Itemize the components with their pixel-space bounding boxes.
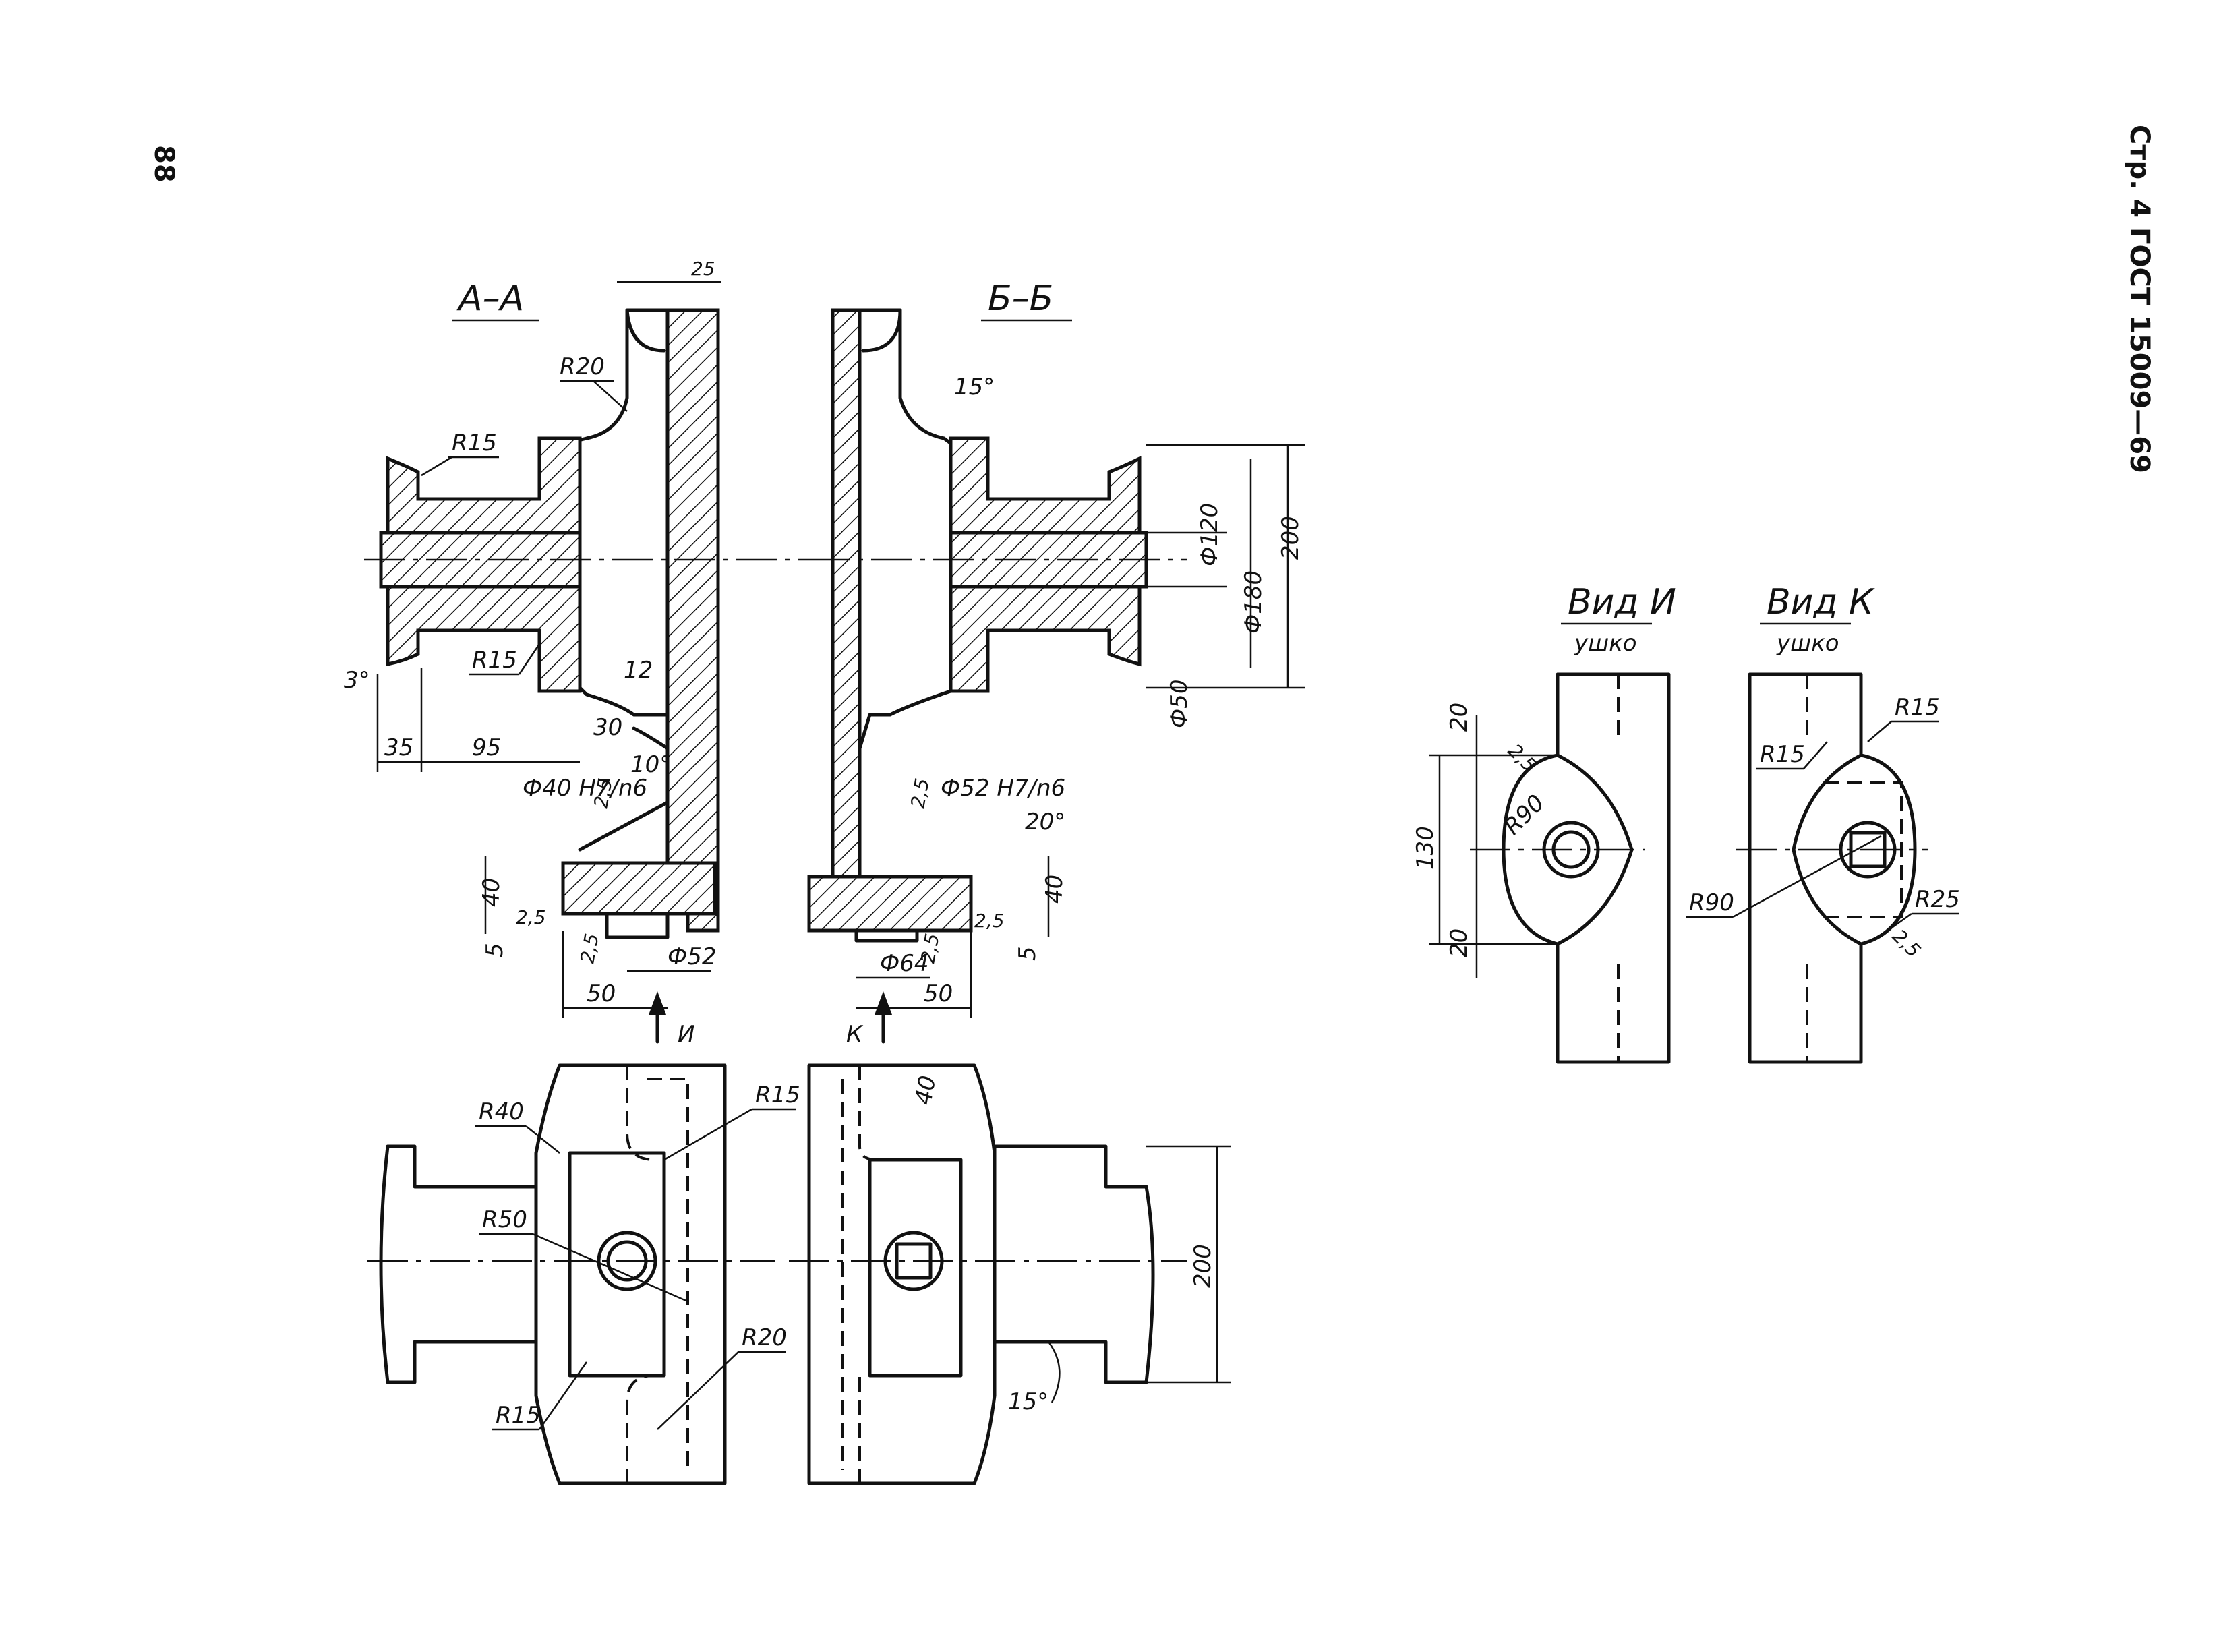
rough-a3: 2,5 [576, 932, 603, 966]
dim-fit40: Ф40 H7/n6 [523, 775, 647, 802]
view-k-subtitle: ушко [1776, 630, 1839, 657]
dim-r40: R40 [479, 1098, 524, 1125]
dim-180: Ф180 [1240, 570, 1267, 634]
view-i-title: Вид И [1568, 582, 1676, 622]
page-header: Стр. 4 ГОСТ 15009—69 [2124, 125, 2155, 473]
rough-b3: 2,5 [974, 910, 1005, 932]
section-aa-title: А–А [456, 278, 524, 319]
plan-view-left: R40 R15 R50 R20 R15 [367, 1063, 800, 1485]
view-i-subtitle: ушко [1574, 630, 1637, 657]
view-k: Вид К ушко R15 R15 R90 R25 2,5 [1686, 582, 1960, 1064]
view-i: Вид И ушко 20 130 20 R90 2,5 [1412, 582, 1676, 1064]
dim-50-b2: 50 [924, 980, 953, 1007]
dim-120: Ф120 [1196, 503, 1223, 566]
dim-12: 12 [624, 657, 653, 684]
dim-30: 30 [593, 714, 622, 741]
dim-95: 95 [472, 734, 501, 761]
dim-40-a: 40 [478, 878, 505, 907]
plan-view-right: 40 200 15° [789, 1063, 1231, 1485]
view-i-dim-130: 130 [1412, 826, 1439, 870]
view-i-rough: 2,5 [1504, 740, 1541, 777]
view-k-r15a: R15 [1895, 694, 1940, 721]
section-bb-title: Б–Б [988, 278, 1053, 319]
dim-50-a: 50 [587, 980, 616, 1007]
dim-r50: R50 [482, 1206, 527, 1233]
dim-r20-p: R20 [742, 1324, 787, 1351]
view-k-arrow: К [846, 1021, 864, 1048]
rough-a2: 2,5 [516, 906, 546, 928]
dim-50-b: Ф50 [1166, 679, 1193, 728]
dim-200-b: 200 [1277, 516, 1304, 560]
svg-text:Стр. 4 ГОСТ 15009—69: Стр. 4 ГОСТ 15009—69 [2124, 125, 2155, 473]
section-bb: Б–Б 15° Ф120 Ф180 200 Ф50 Ф52 H7/n6 2,5 … [807, 278, 1305, 1048]
dim-20deg: 20° [1025, 808, 1065, 835]
dim-40-p: 40 [910, 1073, 941, 1107]
dim-5-a: 5 [481, 943, 508, 957]
dim-15deg-p: 15° [1008, 1388, 1048, 1415]
view-i-dim-20b: 20 [1446, 928, 1473, 957]
section-aa: А–А 25 R20 R15 R15 3° 35 95 12 30 10° Ф4… [344, 258, 809, 1048]
dim-25: 25 [691, 258, 715, 280]
view-i-arrow: И [678, 1021, 694, 1048]
dim-r15-a1: R15 [452, 430, 497, 456]
dim-35: 35 [384, 734, 413, 761]
dim-fit52: Ф52 H7/n6 [941, 775, 1065, 802]
view-k-r25: R25 [1915, 886, 1960, 913]
dim-200-p: 200 [1189, 1244, 1216, 1288]
dim-10deg: 10° [630, 751, 671, 778]
rough-b2: 2,5 [916, 932, 943, 966]
view-i-dim-20a: 20 [1446, 703, 1473, 732]
view-k-rough: 2,5 [1888, 925, 1925, 962]
view-k-r15b: R15 [1760, 741, 1805, 768]
view-k-title: Вид К [1767, 582, 1875, 622]
dim-5-b: 5 [1014, 946, 1041, 961]
dim-15deg-b: 15° [954, 374, 995, 401]
page-number: 88 [148, 145, 179, 183]
view-k-r90: R90 [1689, 889, 1734, 916]
dim-52-a: Ф52 [668, 943, 717, 970]
svg-text:88: 88 [148, 145, 179, 183]
dim-r15-p2: R15 [496, 1402, 541, 1429]
dim-r20-a: R20 [560, 353, 605, 380]
dim-64: Ф64 [880, 950, 929, 977]
view-i-r90: R90 [1499, 790, 1550, 841]
dim-r15-a2: R15 [472, 647, 517, 674]
dim-3deg: 3° [344, 667, 370, 694]
dim-40-b: 40 [1041, 875, 1068, 904]
dim-r15-p1: R15 [755, 1082, 800, 1109]
rough-a1: 2,5 [589, 777, 616, 810]
rough-b1: 2,5 [906, 777, 933, 810]
